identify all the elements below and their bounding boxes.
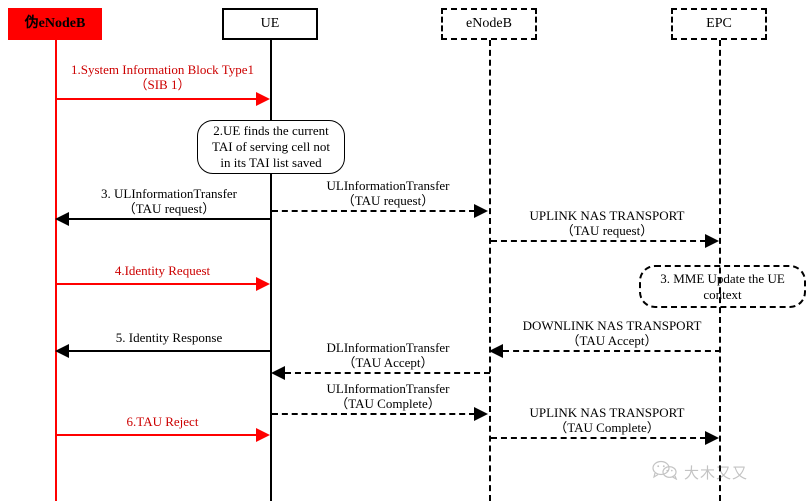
msg-label-4-identity-request: 4.Identity Request xyxy=(55,263,270,278)
note-mme-line2: context xyxy=(703,286,742,302)
msg-line2-ul-information-transfer-enodeb: （TAU request） xyxy=(341,193,435,208)
msg-line2-ul-information-transfer-complete: （TAU Complete） xyxy=(335,396,441,411)
msg-label-ul-information-transfer-complete: ULInformationTransfer （TAU Complete） xyxy=(288,381,488,411)
msg-line-downlink-nas-transport-accept xyxy=(503,350,721,352)
lifeline-epc xyxy=(719,40,721,501)
note-ue-tai-line1: 2.UE finds the current xyxy=(213,123,329,138)
msg-line-ul-information-transfer-enodeb xyxy=(272,210,475,212)
msg-line-dl-information-transfer-accept xyxy=(285,372,490,374)
msg-line1-uplink-nas-transport-request: UPLINK NAS TRANSPORT xyxy=(529,208,685,223)
arrowhead-uplink-nas-transport-request xyxy=(705,234,719,248)
msg-label-ul-information-transfer-enodeb: ULInformationTransfer （TAU request） xyxy=(288,178,488,208)
msg-line2-uplink-nas-transport-complete: （TAU Complete） xyxy=(554,420,660,435)
msg-line-5-identity-response xyxy=(67,350,272,352)
actor-label-enodeb: eNodeB xyxy=(466,16,512,31)
note-ue-tai-check: 2.UE finds the current TAI of serving ce… xyxy=(197,120,345,174)
msg-line2-3-ul-information-transfer: （TAU request） xyxy=(122,201,216,216)
arrowhead-dl-information-transfer-accept xyxy=(271,366,285,380)
actor-label-rogue-enodeb: 伪eNodeB xyxy=(24,16,86,31)
arrowhead-6-tau-reject xyxy=(256,428,270,442)
msg-line1-dl-information-transfer-accept: DLInformationTransfer xyxy=(326,340,450,355)
arrowhead-3-ul-information-transfer xyxy=(55,212,69,226)
msg-line1-downlink-nas-transport-accept: DOWNLINK NAS TRANSPORT xyxy=(522,318,702,333)
msg-label-1-sib1: 1.System Information Block Type1 （SIB 1） xyxy=(55,62,270,92)
lifeline-ue xyxy=(270,40,272,501)
msg-line-6-tau-reject xyxy=(55,434,258,436)
msg-line1-3-ul-information-transfer: 3. ULInformationTransfer xyxy=(101,186,237,201)
msg-line-4-identity-request xyxy=(55,283,258,285)
msg-label-uplink-nas-transport-complete: UPLINK NAS TRANSPORT （TAU Complete） xyxy=(504,405,710,435)
msg-line1-ul-information-transfer-complete: ULInformationTransfer xyxy=(326,381,450,396)
msg-line1-6-tau-reject: 6.TAU Reject xyxy=(126,414,199,429)
msg-line2-uplink-nas-transport-request: （TAU request） xyxy=(560,223,654,238)
msg-line-uplink-nas-transport-complete xyxy=(491,437,706,439)
msg-label-uplink-nas-transport-request: UPLINK NAS TRANSPORT （TAU request） xyxy=(504,208,710,238)
msg-line2-dl-information-transfer-accept: （TAU Accept） xyxy=(342,355,434,370)
msg-line1-4-identity-request: 4.Identity Request xyxy=(114,263,211,278)
actor-box-rogue-enodeb[interactable]: 伪eNodeB xyxy=(8,8,102,40)
actor-label-ue: UE xyxy=(260,16,280,31)
msg-label-5-identity-response: 5. Identity Response xyxy=(68,330,270,345)
note-ue-tai-line2: TAI of serving cell not xyxy=(211,139,331,154)
watermark-text: 大木又又 xyxy=(684,463,749,482)
lifeline-rogue-enodeb xyxy=(55,40,57,501)
msg-line-1-sib1 xyxy=(55,98,258,100)
arrowhead-downlink-nas-transport-accept xyxy=(489,344,503,358)
arrowhead-4-identity-request xyxy=(256,277,270,291)
msg-line-ul-information-transfer-complete xyxy=(272,413,475,415)
msg-label-6-tau-reject: 6.TAU Reject xyxy=(55,414,270,429)
arrowhead-ul-information-transfer-enodeb xyxy=(474,204,488,218)
wechat-icon xyxy=(652,460,678,484)
note-mme-update-context: 3. MME Update the UE context xyxy=(639,265,806,308)
arrowhead-uplink-nas-transport-complete xyxy=(705,431,719,445)
msg-line-uplink-nas-transport-request xyxy=(491,240,706,242)
actor-box-epc[interactable]: EPC xyxy=(671,8,767,40)
msg-label-dl-information-transfer-accept: DLInformationTransfer （TAU Accept） xyxy=(288,340,488,370)
msg-line1-5-identity-response: 5. Identity Response xyxy=(115,330,223,345)
msg-label-3-ul-information-transfer: 3. ULInformationTransfer （TAU request） xyxy=(68,186,270,216)
msg-line2-1-sib1: （SIB 1） xyxy=(134,77,191,92)
arrowhead-1-sib1 xyxy=(256,92,270,106)
msg-label-downlink-nas-transport-accept: DOWNLINK NAS TRANSPORT （TAU Accept） xyxy=(504,318,720,348)
msg-line1-uplink-nas-transport-complete: UPLINK NAS TRANSPORT xyxy=(529,405,685,420)
actor-box-ue[interactable]: UE xyxy=(222,8,318,40)
arrowhead-ul-information-transfer-complete xyxy=(474,407,488,421)
note-mme-line1: 3. MME Update the UE xyxy=(660,270,785,286)
actor-label-epc: EPC xyxy=(706,16,732,31)
msg-line-3-ul-information-transfer xyxy=(67,218,272,220)
watermark: 大木又又 xyxy=(652,460,748,484)
note-ue-tai-line3: in its TAI list saved xyxy=(220,155,322,170)
actor-box-enodeb[interactable]: eNodeB xyxy=(441,8,537,40)
lifeline-enodeb xyxy=(489,40,491,501)
msg-line1-1-sib1: 1.System Information Block Type1 xyxy=(71,62,254,77)
arrowhead-5-identity-response xyxy=(55,344,69,358)
msg-line1-ul-information-transfer-enodeb: ULInformationTransfer xyxy=(326,178,450,193)
msg-line2-downlink-nas-transport-accept: （TAU Accept） xyxy=(566,333,658,348)
